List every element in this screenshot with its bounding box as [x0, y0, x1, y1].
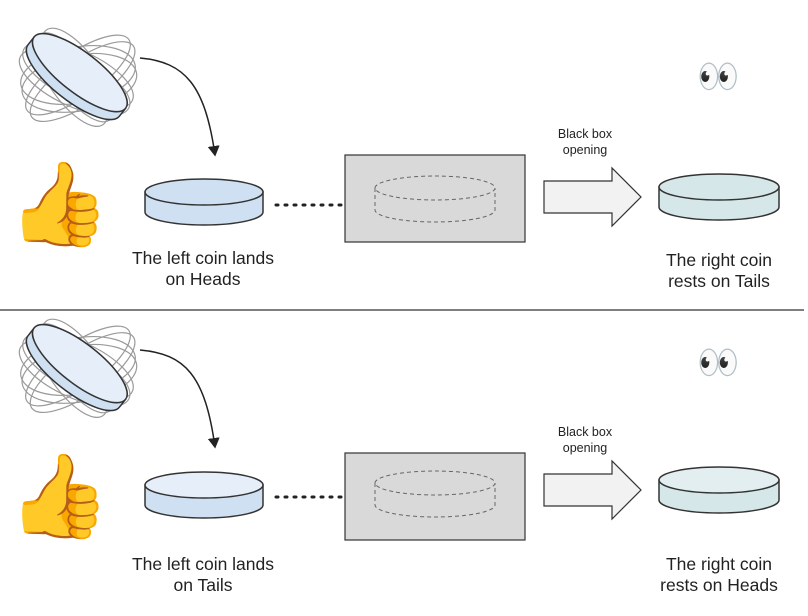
caption-line: The left coin lands: [131, 554, 275, 574]
arrow-label-line: Black box: [557, 127, 613, 141]
thumbs-up-icon: 👍: [8, 449, 110, 542]
caption-line: rests on Tails: [668, 271, 770, 291]
toss-arrow: [139, 57, 220, 157]
caption-line: The right coin: [665, 554, 773, 574]
arrow-label-line: Black box: [557, 425, 613, 439]
toss-arrow: [139, 349, 220, 449]
left-coin: [144, 471, 264, 519]
hidden-coin: [374, 470, 496, 518]
right-coin-caption: The right coin rests on Tails: [644, 250, 794, 292]
caption-line: on Tails: [173, 575, 233, 595]
opening-arrow: [543, 459, 642, 521]
opening-arrow: [543, 166, 642, 228]
left-coin: [144, 178, 264, 226]
arrow-label: Black box opening: [540, 126, 630, 158]
eyes-icon: 👀: [697, 344, 739, 382]
hidden-coin: [374, 175, 496, 223]
bottom-panel: 👍 👀: [8, 318, 780, 542]
arrow-label-line: opening: [562, 441, 608, 455]
left-coin-caption: The left coin lands on Tails: [108, 554, 298, 596]
caption-line: The right coin: [665, 250, 773, 270]
black-box: [344, 154, 526, 243]
black-box: [344, 452, 526, 541]
caption-line: The left coin lands: [131, 248, 275, 268]
caption-line: rests on Heads: [660, 575, 778, 595]
right-coin: [658, 466, 780, 514]
caption-line: on Heads: [165, 269, 241, 289]
eyes-icon: 👀: [697, 58, 739, 96]
top-panel: 👍 👀: [8, 27, 780, 250]
arrow-label: Black box opening: [540, 424, 630, 456]
spinning-coin-icon: [18, 27, 138, 127]
thumbs-up-icon: 👍: [8, 157, 110, 250]
left-coin-caption: The left coin lands on Heads: [108, 248, 298, 290]
spinning-coin-icon: [18, 318, 138, 418]
arrow-label-line: opening: [562, 143, 608, 157]
right-coin-caption: The right coin rests on Heads: [644, 554, 794, 596]
right-coin: [658, 173, 780, 221]
